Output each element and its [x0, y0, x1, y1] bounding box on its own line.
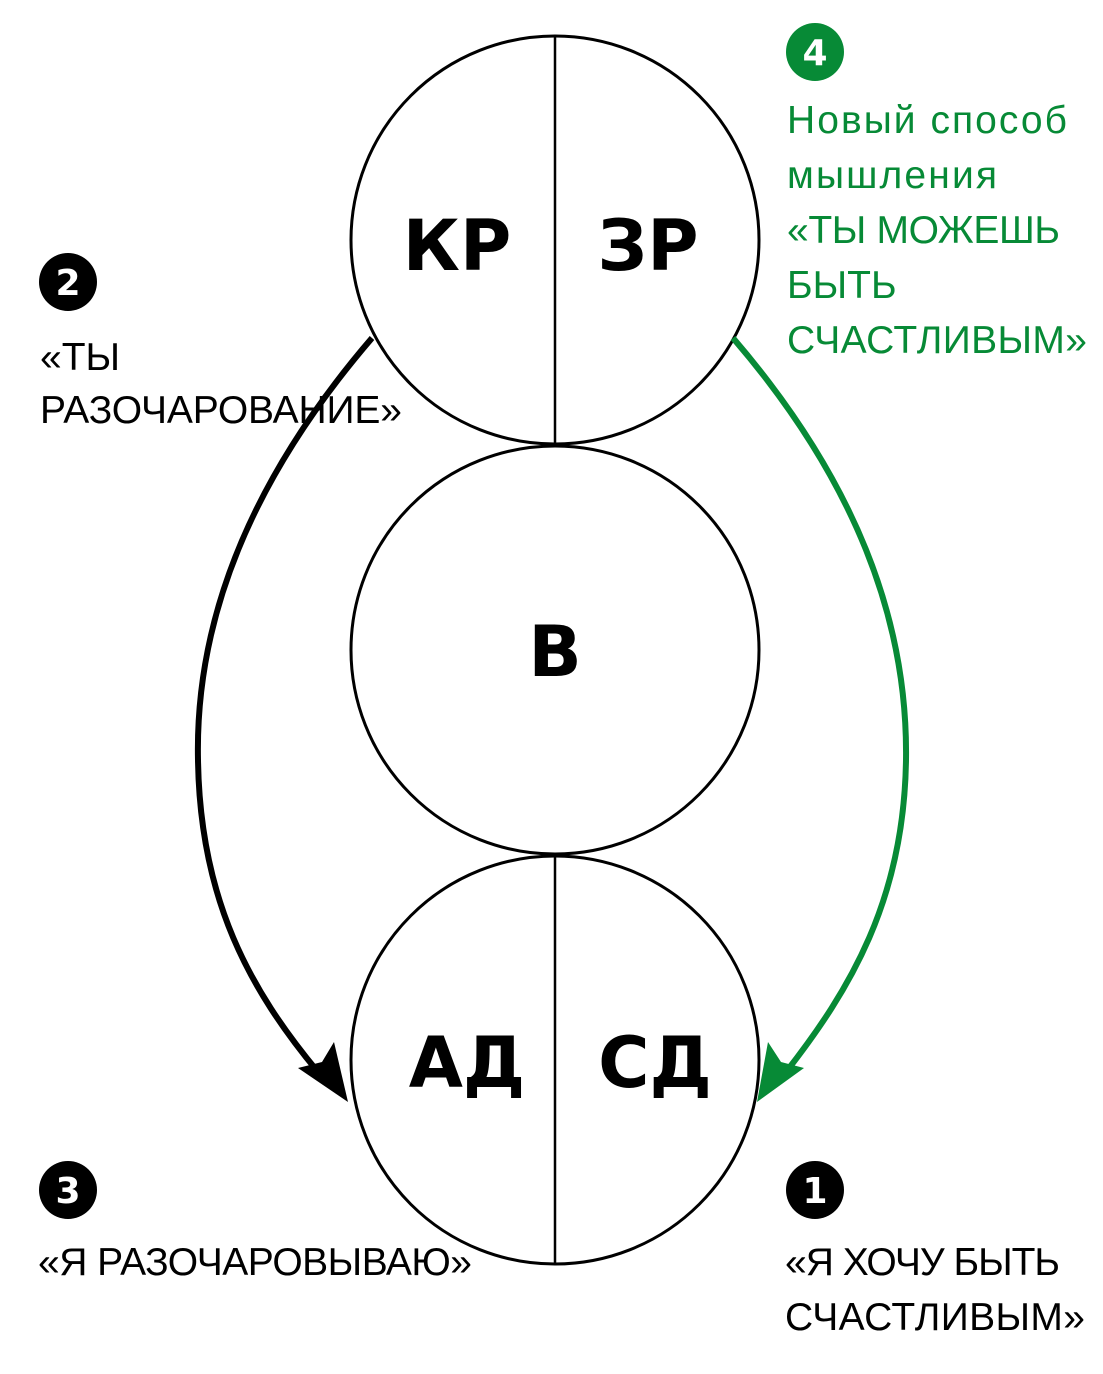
caption-line: Новый способ [787, 99, 1067, 142]
label-zr: ЗР [597, 205, 698, 287]
caption-line: СЧАСТЛИВЫМ» [785, 1296, 1085, 1339]
step-4: 4 Новый способ мышления «ТЫ МОЖЕШЬ БЫТЬ … [786, 23, 1087, 362]
arrowhead-icon [298, 1042, 348, 1102]
badge-number: 2 [55, 263, 80, 304]
caption-line: «ТЫ [40, 336, 120, 379]
top-circle: КР ЗР [349, 34, 761, 446]
badge-1 [786, 1161, 844, 1219]
step-3: 3 «Я РАЗОЧАРОВЫВАЮ» [38, 1161, 472, 1284]
caption-line: «Я РАЗОЧАРОВЫВАЮ» [38, 1241, 472, 1284]
step-2: 2 «ТЫ РАЗОЧАРОВАНИЕ» [39, 253, 402, 432]
badge-3 [39, 1161, 97, 1219]
badge-2 [39, 253, 97, 311]
caption-line: СЧАСТЛИВЫМ» [787, 319, 1087, 362]
green-arrow [730, 336, 910, 1102]
black-arrow [194, 336, 375, 1102]
middle-circle: В [349, 444, 761, 856]
caption-line: БЫТЬ [787, 264, 897, 307]
label-sd: СД [598, 1022, 712, 1104]
label-ad: АД [409, 1022, 526, 1104]
arrowhead-icon [757, 1042, 804, 1102]
caption-line: мышления [787, 154, 997, 197]
label-kr: КР [403, 205, 512, 287]
badge-number: 1 [802, 1171, 827, 1212]
label-v: В [528, 611, 581, 693]
caption-line: «ТЫ МОЖЕШЬ [787, 209, 1060, 252]
step-1: 1 «Я ХОЧУ БЫТЬ СЧАСТЛИВЫМ» [785, 1161, 1085, 1339]
badge-4 [786, 23, 844, 81]
caption-line: «Я ХОЧУ БЫТЬ [785, 1241, 1060, 1284]
bottom-circle: АД СД [349, 854, 761, 1266]
caption-line: РАЗОЧАРОВАНИЕ» [40, 389, 402, 432]
badge-number: 3 [55, 1171, 80, 1212]
badge-number: 4 [802, 33, 827, 74]
